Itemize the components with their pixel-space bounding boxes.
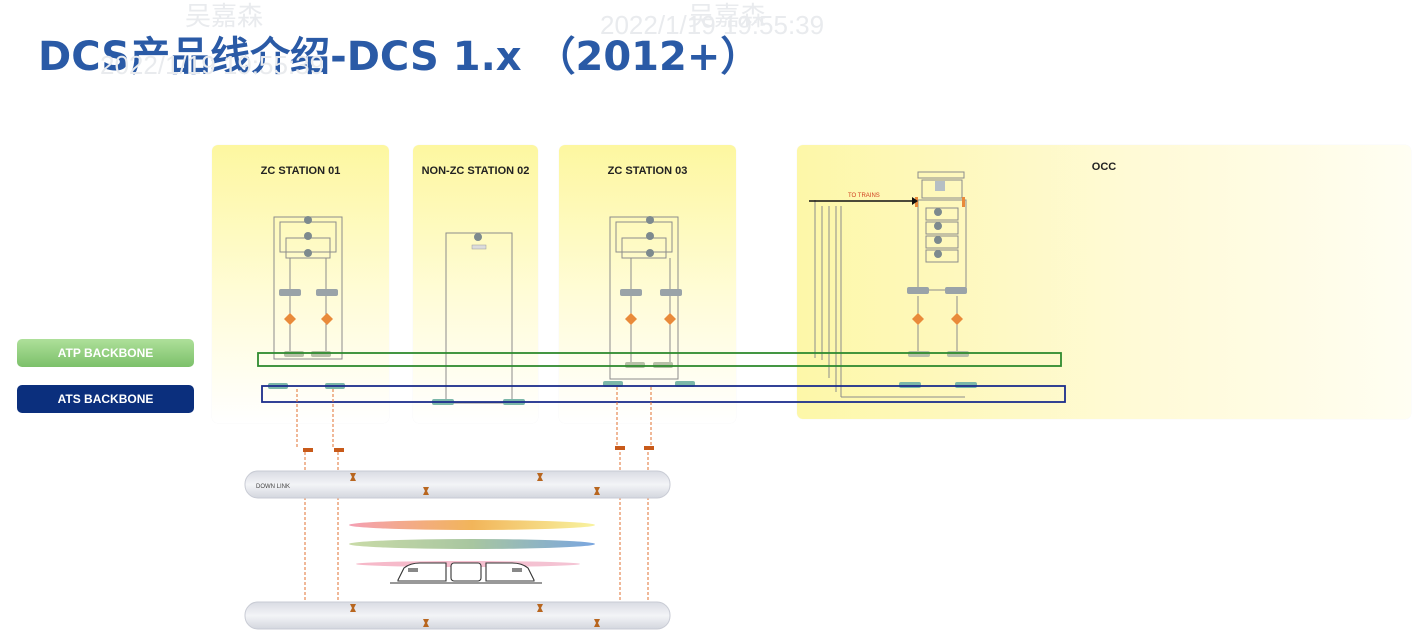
watermark-time: 2022/1/19 19:55:39 (600, 10, 825, 40)
downlink-wires (296, 387, 652, 628)
occ-servers (899, 181, 977, 388)
watermark-time: 2022/1/19 19:55:39 (100, 50, 325, 80)
occ-arrow-label: TO TRAINS (848, 193, 880, 199)
occ-devices (814, 171, 967, 398)
downlink-taps (303, 446, 654, 452)
station-label: NON-ZC STATION 02 (421, 165, 530, 177)
station-label: ZC STATION 03 (607, 165, 688, 177)
down-link-label: DOWN LINK (256, 484, 290, 490)
trackside-radios (350, 473, 600, 627)
ats-backbone-label: ATS BACKBONE (17, 385, 194, 413)
station-label: ZC STATION 01 (260, 165, 341, 177)
radio-beam (349, 520, 595, 530)
atp-backbone-ring (257, 352, 1062, 367)
occ-arrow (809, 197, 918, 205)
station-panel-zc-03: ZC STATION 03 (559, 145, 736, 423)
watermark-name: 吴嘉森 (688, 1, 767, 31)
station-panel-occ: OCC (797, 145, 1411, 419)
page-title: DCS产品线介绍-DCS 1.x （2012+） (38, 34, 761, 80)
down-link-track (244, 470, 671, 499)
watermark-name: 吴嘉森 (185, 1, 264, 31)
ats-backbone-ring (261, 385, 1066, 403)
radio-beam (349, 539, 595, 549)
station-03-devices (609, 216, 679, 380)
train-icon (390, 562, 542, 584)
atp-backbone-label: ATP BACKBONE (17, 339, 194, 367)
up-link-track (244, 601, 671, 630)
station-03-servers (603, 216, 695, 387)
station-panel-zc-01: ZC STATION 01 (212, 145, 389, 423)
station-label: OCC (1091, 161, 1117, 173)
station-02-devices (445, 232, 513, 404)
station-panel-non-zc-02: NON-ZC STATION 02 (413, 145, 538, 423)
